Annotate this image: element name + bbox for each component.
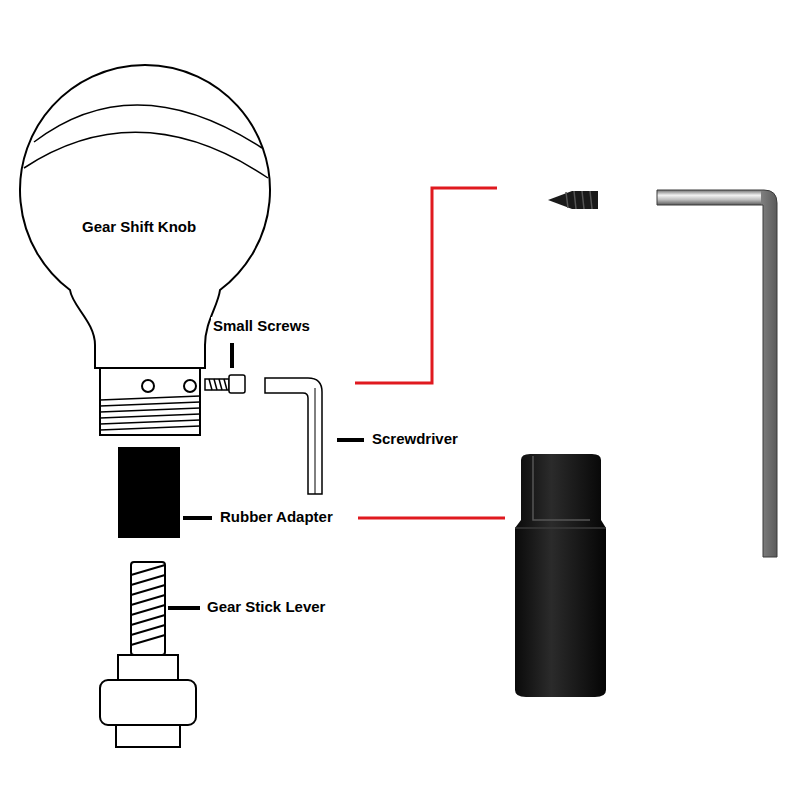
small-screw bbox=[205, 375, 245, 393]
leader-line bbox=[337, 438, 364, 442]
part-label: Screwdriver bbox=[370, 430, 460, 447]
pointer-line bbox=[358, 517, 505, 520]
knob-stripe bbox=[34, 105, 262, 148]
adapter-photo bbox=[515, 454, 606, 697]
leader-line bbox=[183, 516, 212, 520]
hex-key-edge bbox=[315, 388, 316, 494]
part-label: Gear Stick Lever bbox=[205, 598, 327, 615]
knob-text-block: Gear Shift Knob bbox=[10, 60, 290, 236]
part-label: Rubber Adapter bbox=[218, 508, 335, 525]
knob-outline bbox=[10, 60, 290, 350]
hex-key-photo bbox=[657, 190, 777, 557]
leader-line bbox=[230, 343, 234, 368]
node-label: Gear Shift Knob bbox=[82, 218, 196, 235]
leader-line bbox=[168, 606, 200, 610]
knob-outline bbox=[20, 65, 270, 345]
knob-stripe bbox=[24, 132, 268, 178]
pointer-line bbox=[355, 188, 497, 383]
rubber-adapter bbox=[118, 447, 180, 538]
part-label: Small Screws bbox=[211, 317, 312, 334]
gear-stick-lever bbox=[100, 562, 196, 747]
knob-base bbox=[95, 343, 205, 435]
knob-shape: Gear Shift Knob bbox=[10, 60, 290, 350]
screw-photo bbox=[548, 191, 598, 209]
hex-key-outline bbox=[265, 378, 322, 494]
